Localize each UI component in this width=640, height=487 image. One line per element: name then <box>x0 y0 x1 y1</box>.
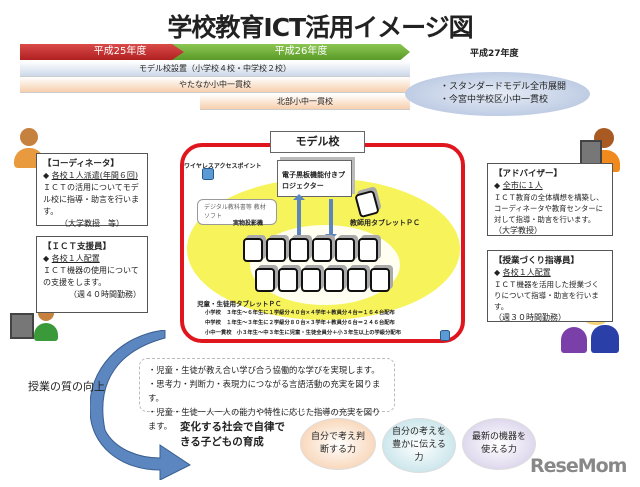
tablet-icon <box>312 238 332 262</box>
student-tablets-row-2 <box>255 268 390 292</box>
camera-label: 実物投影機 <box>233 220 264 227</box>
adviser-box: 【アドバイザー】 ◆ 全市に１人 ＩＣＴ教育の全体構想を構築し、コーディネータや… <box>487 163 613 236</box>
ability-circle-3: 最新の機器を使える力 <box>462 418 536 470</box>
h27-ellipse: ・スタンダードモデル全市展開 ・今宮中学校区小中一貫校 <box>405 72 590 116</box>
year-h25: 平成25年度 <box>20 44 220 60</box>
curved-arrow-icon <box>90 330 191 480</box>
ability-circle-2: 自分の考えを豊かに伝える力 <box>382 418 456 473</box>
model-school-label: モデル校 <box>270 131 365 153</box>
adviser-note: （大学教授） <box>494 226 542 235</box>
wifi-label: ワイヤレスアクセスポイント <box>184 163 262 170</box>
adviser-body: ＩＣＴ教育の全体構想を構築し、コーディネータや教育センターに対して指導・助言を行… <box>494 193 604 224</box>
projector-box: 電子黒板機能付きプロジェクター <box>277 160 352 197</box>
software-callout: デジタル教科書等 教材ソフト <box>197 199 277 225</box>
tablet-icon <box>358 238 378 262</box>
coordinator-box: 【コーディネータ】 ◆ 各校１人派遣(年間６回) ＩＣＴの活用についてモデル校に… <box>36 153 148 228</box>
adviser-sub: 全市に１人 <box>502 181 543 190</box>
tablet-icon <box>335 238 355 262</box>
tablet-icon <box>266 238 286 262</box>
ict-support-box: 【ＩＣＴ支援員】 ◆ 各校１人配置 ＩＣＴ機器の使用についての支援をします。 （… <box>36 236 148 313</box>
year-h27: 平成27年度 <box>470 49 519 59</box>
tablet-icon <box>324 268 344 292</box>
adviser-title: 【アドバイザー】 <box>494 169 563 179</box>
lesson-guide-note: （週３０時間勤務） <box>494 313 566 322</box>
coordinator-body: ＩＣＴの活用についてモデル校に指導・助言を行います。 <box>43 183 139 216</box>
wifi-access-point-icon <box>202 168 214 180</box>
student-pc-label: 児童・生徒用タブレットＰＣ <box>197 300 282 308</box>
bullet-item: ・児童・生徒が教え合い学び合う協働的な学びを実現します。 <box>148 365 380 375</box>
bullet-item: ・児童・生徒一人一人の能力や特性に応じた指導の充実を図ります。 <box>148 407 381 431</box>
year-h26: 平成26年度 <box>172 44 410 60</box>
teacher-pc-label: 教師用タブレットＰＣ <box>350 219 420 227</box>
coordinator-note: （大学教授 等） <box>60 219 124 228</box>
distribution-line: 小中一貫校 小３年生～中３年生に児童・生徒全員分＋小３年生以上の学級分配布 <box>205 330 401 336</box>
lesson-guide-sub: 各校１人配置 <box>502 268 551 277</box>
ict-support-title: 【ＩＣＴ支援員】 <box>43 242 112 252</box>
tablet-icon <box>289 238 309 262</box>
tablet-icon <box>278 268 298 292</box>
h27-item: ・今宮中学校区小中一貫校 <box>440 95 549 105</box>
coordinator-title: 【コーディネータ】 <box>43 159 119 169</box>
distribution-line: 小学校 ３年生～６年生に１学級分４０台×４学年＋教員分４台＝１６４台配布 <box>205 310 395 316</box>
lesson-guide-box: 【授業づくり指導員】 ◆ 各校１人配置 ＩＣＴ機器を活用した授業づくりについて指… <box>487 250 613 322</box>
bullet-item: ・思考力・判断力・表現力につながる言語活動の充実を図ります。 <box>148 379 381 403</box>
lesson-guide-body: ＩＣＴ機器を活用した授業づくりについて指導・助言を行います。 <box>494 280 599 311</box>
tablet-icon <box>243 238 263 262</box>
page-title: 学校教育ICT活用イメージ図 <box>167 13 473 42</box>
server-icon <box>440 330 450 341</box>
bullet-box: ・児童・生徒が教え合い学び合う協働的な学びを実現します。 ・思考力・判断力・表現… <box>139 358 395 431</box>
ict-support-sub: 各校１人配置 <box>51 254 100 263</box>
ict-support-note: （週４０時間勤務） <box>69 290 141 299</box>
coordinator-sub: 各校１人派遣(年間６回) <box>51 171 138 180</box>
row-hokubu: 北部小中一貫校 <box>200 94 410 110</box>
row-yatanaka: やたなか小中一貫校 <box>20 77 410 93</box>
goal-text: 変化する社会で自律できる子どもの育成 <box>180 421 285 448</box>
distribution-lines: 小学校 ３年生～６年生に１学級分４０台×４学年＋教員分４台＝１６４台配布 中学校… <box>205 308 401 338</box>
ict-support-body: ＩＣＴ機器の使用についての支援をします。 <box>43 266 139 287</box>
h27-item: ・スタンダードモデル全市展開 <box>440 82 567 92</box>
arrow-down-icon <box>325 199 337 240</box>
arrow-up-icon <box>293 194 305 235</box>
quality-label: 授業の質の向上 <box>28 380 105 393</box>
distribution-line: 中学校 １年生～３年生に２学級分８０台×３学年＋教員分６台＝２４６台配布 <box>205 320 395 326</box>
lesson-guide-title: 【授業づくり指導員】 <box>494 256 580 266</box>
resemom-logo: ReseMom <box>530 455 627 477</box>
tablet-icon <box>347 268 367 292</box>
tablet-icon <box>301 268 321 292</box>
ability-circle-1: 自分で考え判断する力 <box>300 418 376 470</box>
student-tablets-row-1 <box>243 238 378 262</box>
row-model-schools: モデル校設置（小学校４校・中学校２校） <box>20 61 410 77</box>
tablet-icon <box>370 268 390 292</box>
tablet-icon <box>255 268 275 292</box>
